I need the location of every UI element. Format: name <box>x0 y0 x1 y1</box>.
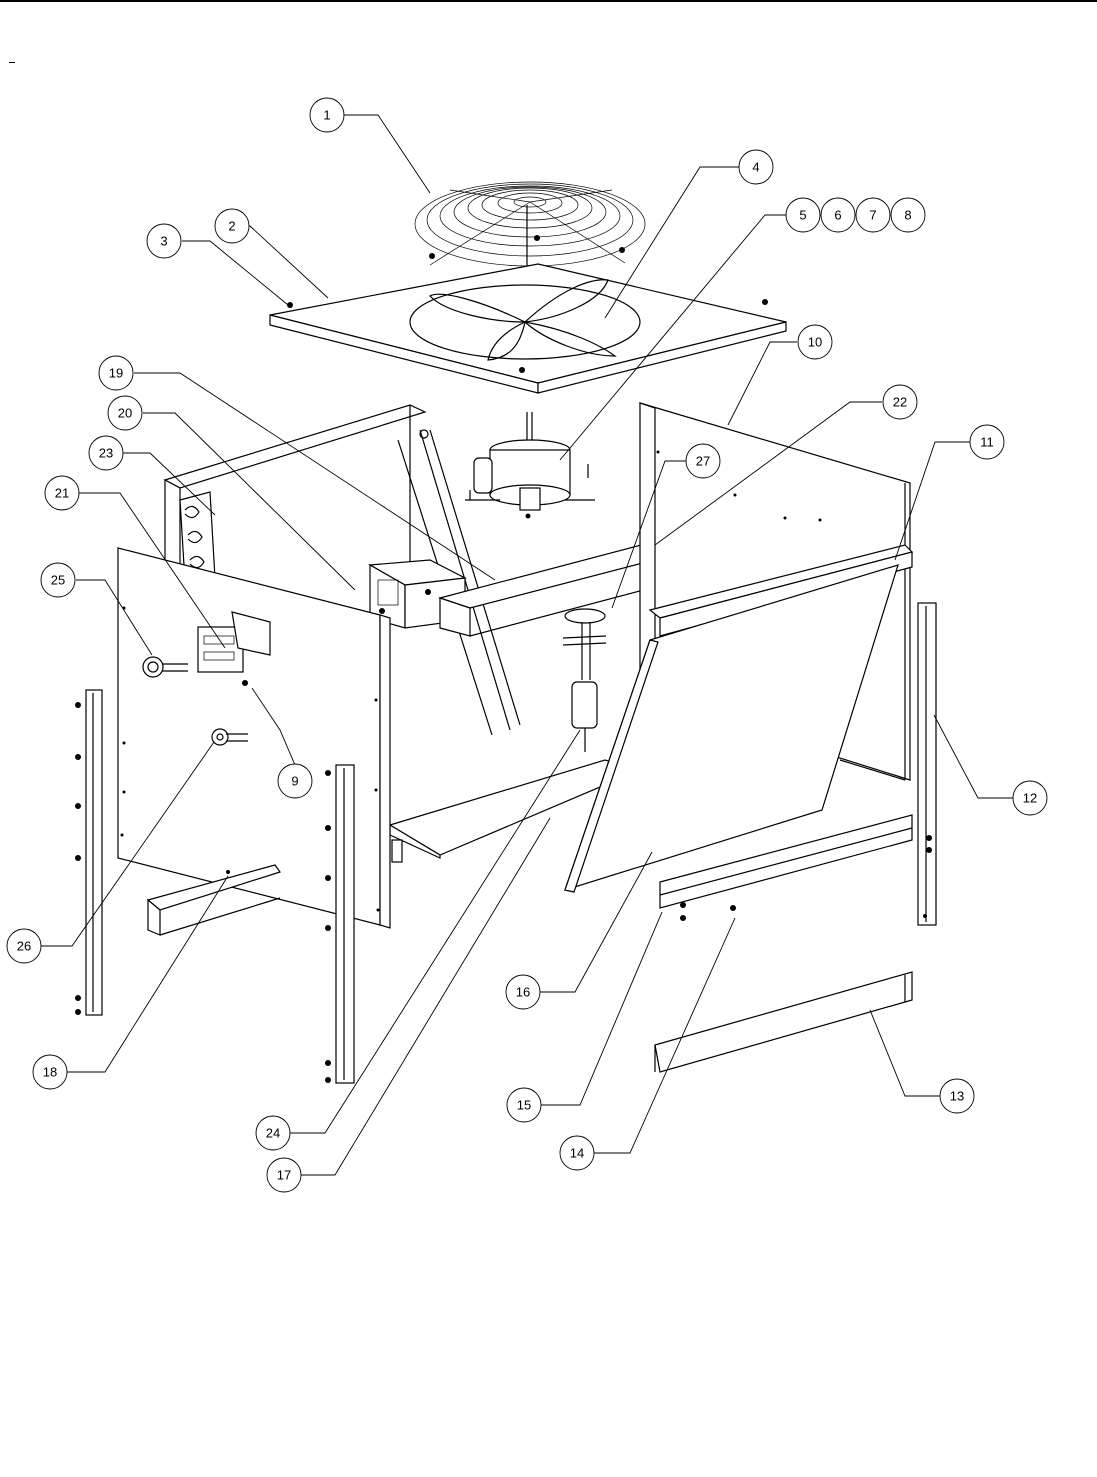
svg-text:26: 26 <box>17 939 31 954</box>
callout-13: 13 <box>939 1078 975 1114</box>
svg-text:2: 2 <box>228 219 235 234</box>
svg-text:12: 12 <box>1023 791 1037 806</box>
expansion-valve-assembly <box>562 608 607 752</box>
callout-22: 22 <box>882 384 918 420</box>
svg-text:5: 5 <box>799 208 806 223</box>
callout-25: 25 <box>40 562 76 598</box>
callout-17: 17 <box>266 1157 302 1193</box>
svg-text:11: 11 <box>980 435 994 450</box>
callout-15: 15 <box>506 1087 542 1123</box>
svg-text:1: 1 <box>323 108 330 123</box>
svg-text:23: 23 <box>99 446 113 461</box>
svg-text:21: 21 <box>55 486 69 501</box>
fan-guard <box>414 181 646 276</box>
callout-26: 26 <box>6 928 42 964</box>
svg-text:25: 25 <box>51 573 65 588</box>
callout-11: 11 <box>969 424 1005 460</box>
corner-mark <box>9 62 15 63</box>
callout-16: 16 <box>505 974 541 1010</box>
callout-21: 21 <box>44 475 80 511</box>
callout-20: 20 <box>107 395 143 431</box>
front-side-panel <box>564 564 899 893</box>
svg-text:14: 14 <box>570 1146 584 1161</box>
svg-text:15: 15 <box>517 1098 531 1113</box>
callout-18: 18 <box>32 1054 68 1090</box>
callout-19: 19 <box>98 355 134 391</box>
callout-5: 5 <box>785 197 821 233</box>
svg-text:24: 24 <box>266 1126 280 1141</box>
callout-1: 1 <box>309 97 345 133</box>
callout-27: 27 <box>685 443 721 479</box>
fan-motor <box>465 412 595 519</box>
left-corner-post <box>75 689 103 1016</box>
svg-text:18: 18 <box>43 1065 57 1080</box>
page-top-rule <box>0 0 1097 2</box>
callout-12: 12 <box>1012 780 1048 816</box>
svg-text:20: 20 <box>118 406 132 421</box>
bottom-rail <box>654 971 913 1073</box>
callout-24: 24 <box>255 1115 291 1151</box>
callout-2: 2 <box>214 208 250 244</box>
right-corner-post <box>917 602 937 926</box>
svg-text:16: 16 <box>516 985 530 1000</box>
svg-text:10: 10 <box>808 335 822 350</box>
top-right-brace <box>648 544 914 643</box>
callout-4: 4 <box>738 149 774 185</box>
callout-10: 10 <box>797 324 833 360</box>
svg-text:6: 6 <box>834 208 841 223</box>
callout-14: 14 <box>559 1135 595 1171</box>
svg-text:19: 19 <box>109 366 123 381</box>
callout-9: 9 <box>277 763 313 799</box>
callout-7: 7 <box>855 197 891 233</box>
leader-lines <box>41 114 1013 1176</box>
left-front-panel <box>117 547 391 929</box>
lower-right-brace <box>659 814 913 921</box>
svg-text:27: 27 <box>696 454 710 469</box>
svg-text:17: 17 <box>277 1168 291 1183</box>
svg-text:13: 13 <box>950 1089 964 1104</box>
callout-8: 8 <box>890 197 926 233</box>
svg-text:8: 8 <box>904 208 911 223</box>
svg-text:3: 3 <box>160 234 167 249</box>
callout-23: 23 <box>88 435 124 471</box>
svg-text:9: 9 <box>291 774 298 789</box>
callout-3: 3 <box>146 223 182 259</box>
center-corner-post <box>325 764 355 1084</box>
svg-text:7: 7 <box>869 208 876 223</box>
callout-6: 6 <box>820 197 856 233</box>
top-panel <box>269 263 787 394</box>
svg-text:4: 4 <box>752 160 759 175</box>
left-base-skid <box>146 864 281 936</box>
svg-text:22: 22 <box>893 395 907 410</box>
